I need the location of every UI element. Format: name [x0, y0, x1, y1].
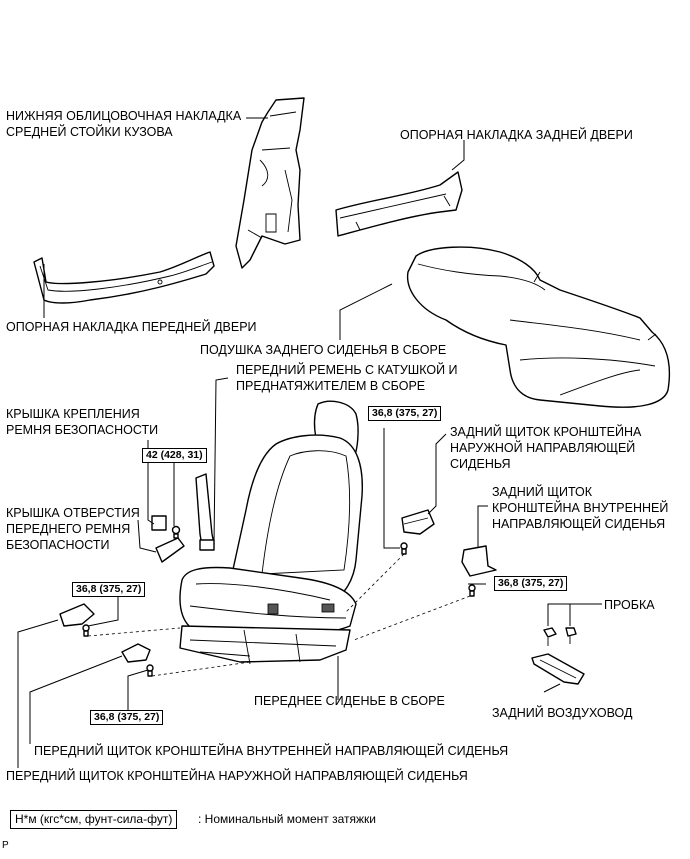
rear-door-scuff-plate [335, 171, 463, 237]
label-plug: ПРОБКА [604, 598, 655, 612]
label-front-inner-track-cover: ПЕРЕДНИЙ ЩИТОК КРОНШТЕЙНА ВНУТРЕННЕЙ НАП… [34, 744, 509, 758]
leader-lines [17, 117, 602, 768]
torque-belt-anchor: 42 (428, 31) [142, 448, 207, 463]
label-center-pillar-garnish-line2: СРЕДНЕЙ СТОЙКИ КУЗОВА [6, 125, 173, 139]
label-rear-door-scuff: ОПОРНАЯ НАКЛАДКА ЗАДНЕЙ ДВЕРИ [400, 128, 633, 142]
front-outer-track-cover [59, 603, 181, 637]
torque-rear-inner: 36,8 (375, 27) [494, 576, 568, 591]
label-front-door-scuff: ОПОРНАЯ НАКЛАДКА ПЕРЕДНЕЙ ДВЕРИ [6, 320, 257, 334]
rear-outer-track-cover [345, 509, 435, 613]
label-front-seat: ПЕРЕДНЕЕ СИДЕНЬЕ В СБОРЕ [254, 694, 445, 708]
rear-inner-track-cover [353, 545, 497, 641]
front-door-scuff-plate [33, 251, 215, 304]
label-front-outer-track-cover: ПЕРЕДНИЙ ЩИТОК КРОНШТЕЙНА НАРУЖНОЙ НАПРА… [6, 769, 468, 783]
legend-description: : Номинальный момент затяжки [198, 812, 376, 826]
label-rear-outer-track-cover: ЗАДНИЙ ЩИТОК КРОНШТЕЙНА НАРУЖНОЙ НАПРАВЛ… [450, 425, 642, 471]
corner-mark: P [2, 840, 9, 851]
label-center-pillar-garnish-line1: НИЖНЯЯ ОБЛИЦОВОЧНАЯ НАКЛАДКА [6, 109, 242, 123]
label-center-pillar-garnish: НИЖНЯЯ ОБЛИЦОВОЧНАЯ НАКЛАДКА СРЕДНЕЙ СТО… [6, 108, 241, 140]
front-seat-belt [195, 473, 215, 551]
belt-anchor-bolt [171, 525, 181, 539]
label-belt-anchor-cover: КРЫШКА КРЕПЛЕНИЯ РЕМНЯ БЕЗОПАСНОСТИ [6, 407, 159, 437]
front-seat-assembly [179, 400, 363, 665]
label-belt-hole-cover: КРЫШКА ОТВЕРСТИЯ ПЕРЕДНЕГО РЕМНЯ БЕЗОПАС… [6, 506, 140, 552]
plugs [543, 627, 577, 646]
torque-front-inner: 36,8 (375, 27) [90, 710, 164, 725]
belt-hole-cover [155, 537, 185, 563]
torque-front-outer: 36,8 (375, 27) [72, 582, 146, 597]
label-rear-duct: ЗАДНИЙ ВОЗДУХОВОД [492, 706, 633, 720]
belt-anchor-cover [151, 515, 167, 531]
label-front-belt: ПЕРЕДНИЙ РЕМЕНЬ С КАТУШКОЙ И ПРЕДНАТЯЖИТ… [236, 363, 458, 393]
center-pillar-garnish [235, 97, 305, 269]
front-inner-track-cover [121, 643, 251, 677]
torque-rear-outer: 36,8 (375, 27) [368, 406, 442, 421]
rear-duct [531, 653, 585, 685]
rear-seat-cushion [406, 246, 671, 408]
legend-units: Н*м (кгс*см, фунт-сила-фут) [10, 810, 178, 829]
label-rear-inner-track-cover: ЗАДНИЙ ЩИТОК КРОНШТЕЙНА ВНУТРЕННЕЙ НАПРА… [492, 485, 669, 531]
label-rear-seat-cushion: ПОДУШКА ЗАДНЕГО СИДЕНЬЯ В СБОРЕ [200, 343, 447, 357]
